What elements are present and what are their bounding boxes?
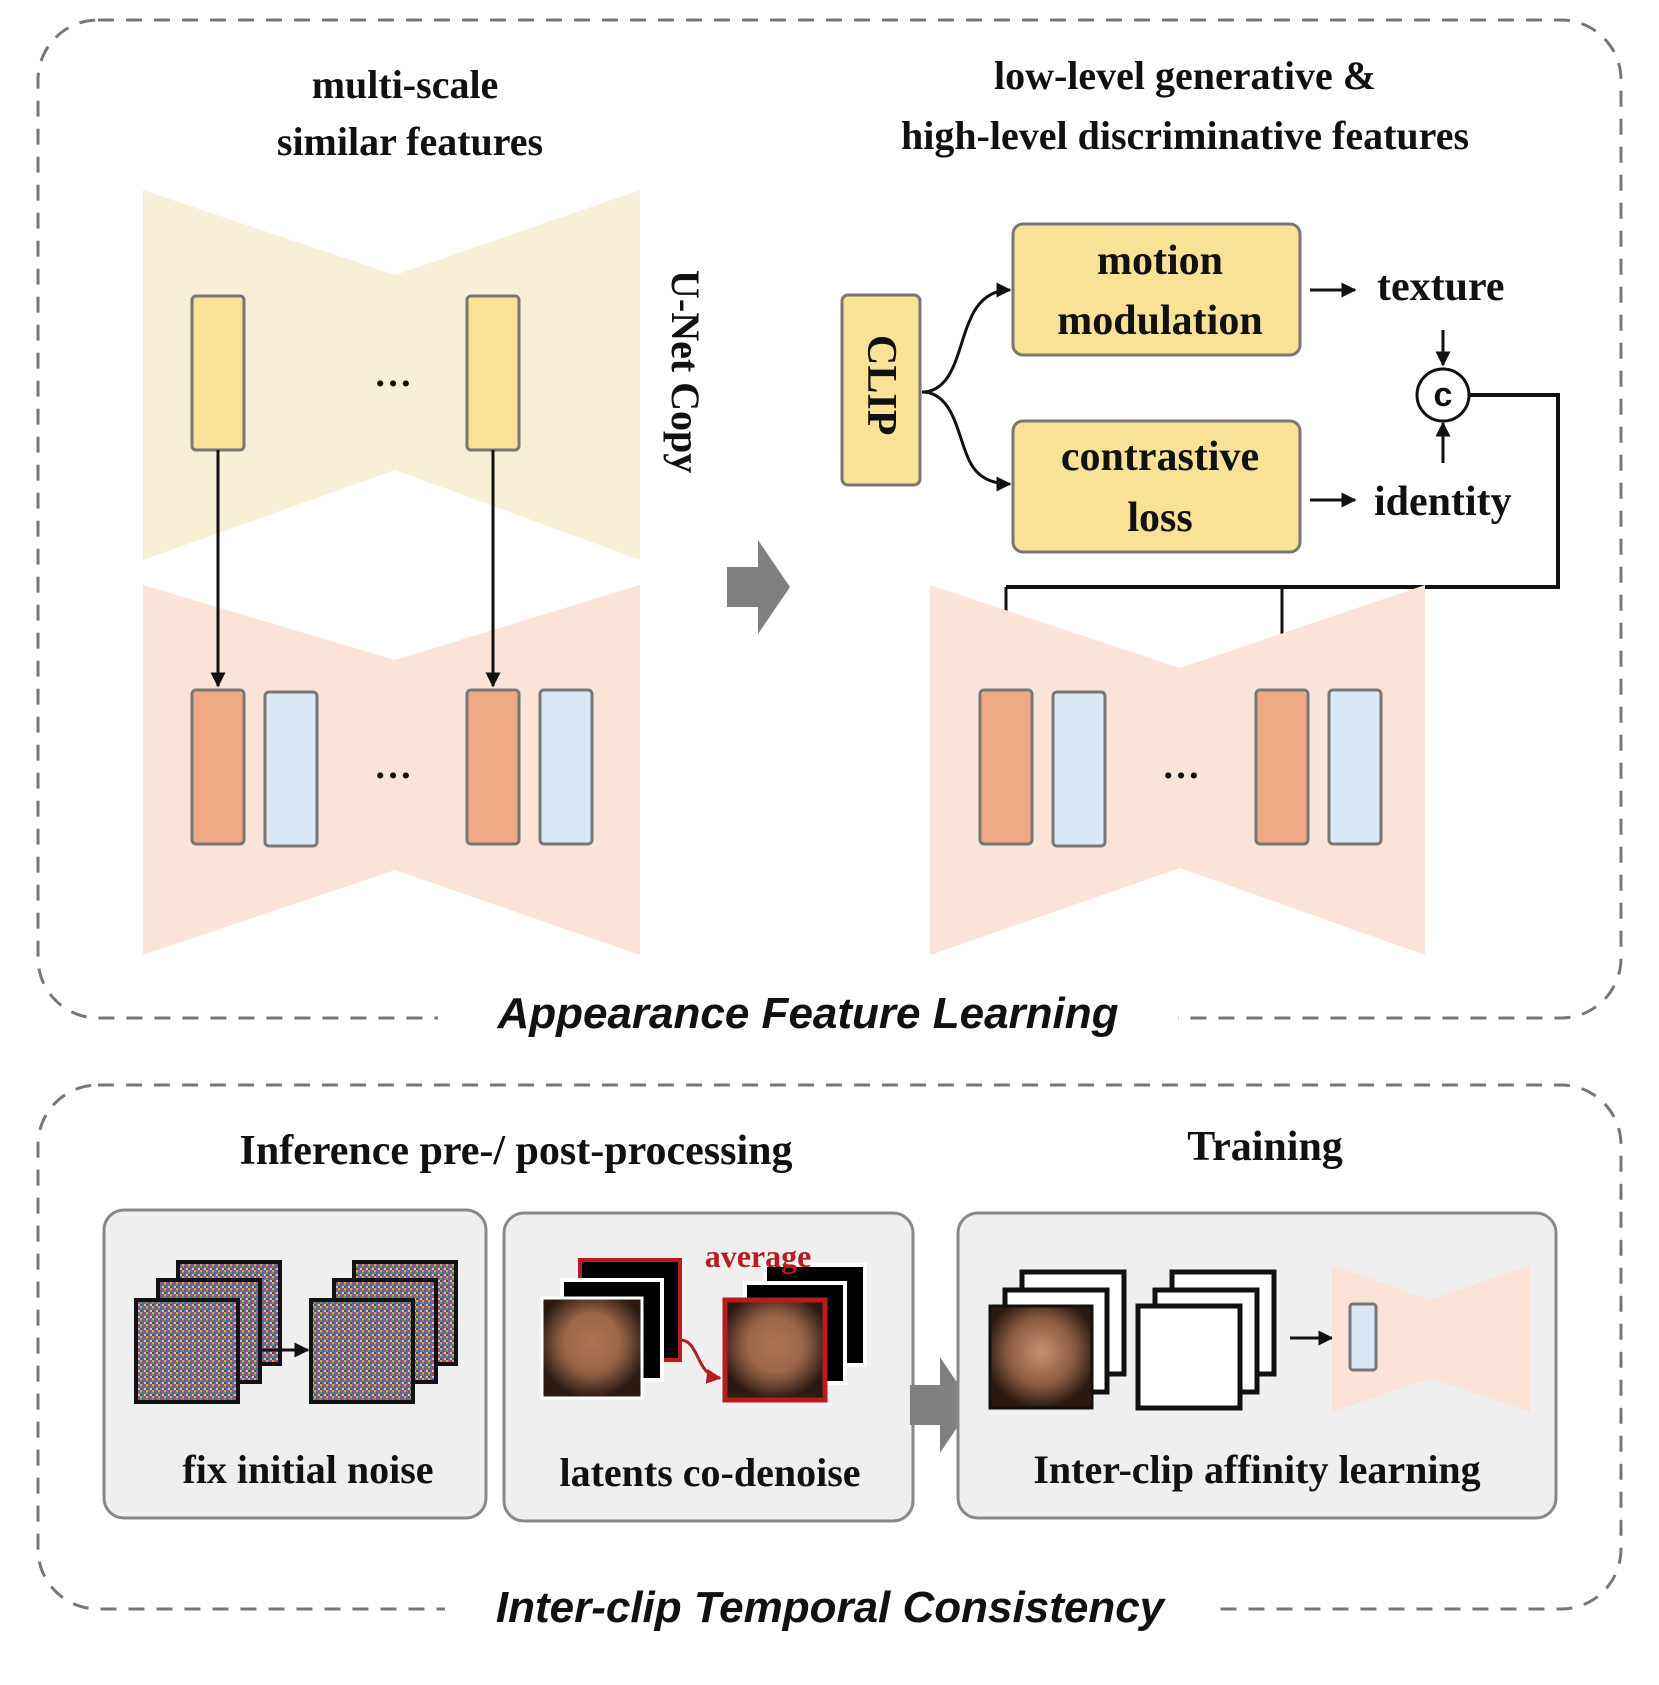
- unet-copy-shape: [143, 190, 640, 560]
- motion-label-line2: modulation: [1057, 298, 1262, 344]
- left-title-line2: similar features: [277, 119, 543, 164]
- texture-label: texture: [1377, 264, 1505, 310]
- unet-left-shape: [143, 585, 640, 955]
- average-arrow: [679, 1338, 722, 1384]
- temporal-title-bg: [445, 1578, 1215, 1640]
- clip-label: CLIP: [858, 335, 904, 435]
- identity-label: identity: [1374, 479, 1512, 525]
- clip-block: [840, 293, 922, 487]
- appearance-section-title: Appearance Feature Learning: [496, 989, 1118, 1038]
- fix-noise-label: fix initial noise: [182, 1447, 433, 1492]
- inference-to-training-arrow: [910, 1357, 972, 1453]
- right-title-line1: low-level generative &: [994, 53, 1376, 98]
- contrastive-label-line1: contrastive: [1061, 434, 1259, 480]
- training-title: Training: [1187, 1124, 1343, 1170]
- unet-copy-label: U-Net Copy: [663, 270, 708, 473]
- average-label: average: [705, 1238, 812, 1274]
- left-blue-block-1: [263, 690, 319, 848]
- left-orange-block-1: [190, 688, 246, 846]
- inference-title: Inference pre-/ post-processing: [240, 1128, 793, 1174]
- copy-block-1: [190, 294, 246, 452]
- right-orange-block-2: [1254, 688, 1310, 846]
- temporal-section-title: Inter-clip Temporal Consistency: [496, 1583, 1167, 1632]
- right-blue-block-2: [1327, 688, 1383, 846]
- left-orange-block-2: [465, 688, 521, 846]
- motion-label-line1: motion: [1097, 238, 1223, 284]
- contrastive-loss-block: [1011, 419, 1302, 554]
- noise-stack-left: [134, 1260, 282, 1404]
- transition-arrow: [727, 540, 790, 634]
- clip-to-contrastive-arrow: [921, 390, 1012, 492]
- left-ellipsis: …: [374, 745, 412, 787]
- mini-unet-shape: [1332, 1265, 1530, 1412]
- left-title-line1: multi-scale: [312, 62, 499, 107]
- motion-modulation-block: [1011, 222, 1302, 357]
- copy-ellipsis: …: [374, 353, 412, 395]
- left-blue-block-2: [538, 688, 594, 846]
- concat-symbol: c: [1434, 376, 1453, 414]
- co-denoise-label: latents co-denoise: [559, 1450, 860, 1495]
- contrastive-label-line2: loss: [1127, 495, 1192, 541]
- copy-block-2: [465, 294, 521, 452]
- right-ellipsis: …: [1162, 745, 1200, 787]
- right-blue-block-1: [1051, 690, 1107, 848]
- mini-unet-block: [1348, 1302, 1378, 1372]
- clip-to-motion-arrow: [921, 282, 1012, 394]
- latent-stack-right: [722, 1263, 867, 1403]
- latent-stack-left: [540, 1258, 682, 1400]
- unet-right-shape: [930, 585, 1425, 955]
- right-orange-block-1: [978, 688, 1034, 846]
- appearance-title-bg: [438, 985, 1178, 1045]
- right-title-line2: high-level discriminative features: [901, 113, 1469, 158]
- noise-stack-right: [309, 1260, 458, 1404]
- affinity-label: Inter-clip affinity learning: [1033, 1447, 1480, 1492]
- training-frame-stack-1: [988, 1269, 1127, 1410]
- training-frame-stack-2: [1135, 1269, 1277, 1411]
